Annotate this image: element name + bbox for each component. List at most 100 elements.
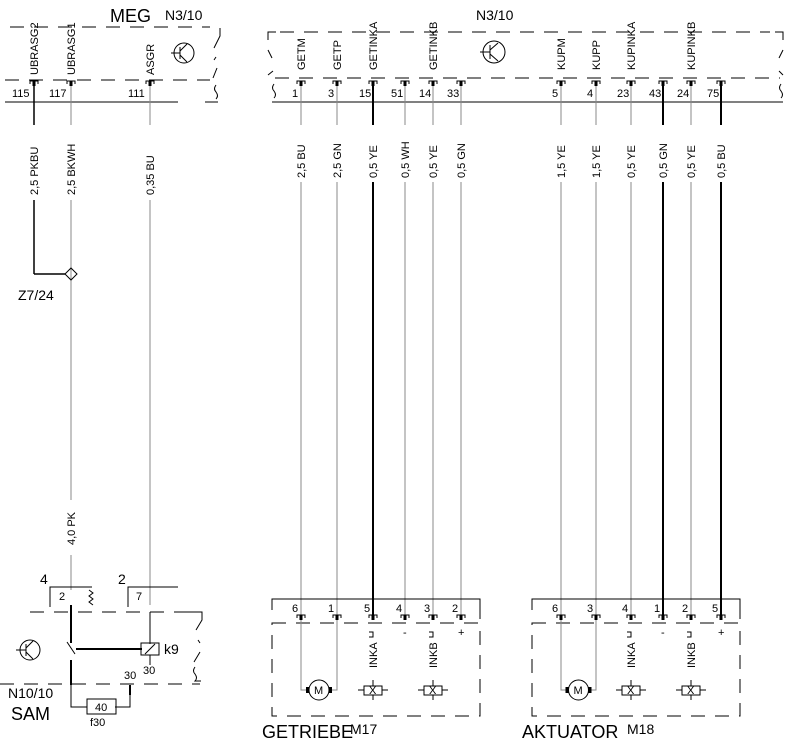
wire-label: 0,5 YE [626,145,638,178]
sensor-label: INKA [626,642,638,668]
pin-contact [559,81,563,86]
wire-pin-51[interactable]: 51 0,5 WH 4 [391,80,412,620]
component-name: GETRIEBE [262,722,353,742]
component-connector [271,598,481,619]
splice-diamond [64,267,78,281]
wire-pin-33[interactable]: 330,5 GN2 [447,80,468,620]
sam-pin-a: 2 [59,591,65,603]
wire-pin-43[interactable]: 430,5 GN1 [649,80,670,620]
relay-switch [66,641,76,655]
wire-label: 0,5 BU [716,144,728,178]
wire-pin-3[interactable]: GETP 3 2,5 GN 1 [328,40,344,620]
component-name: AKTUATOR [522,722,618,742]
sensor-coil: X [676,680,706,700]
pin-contact [403,81,407,86]
wire-label: 1,5 YE [556,145,568,178]
wire-label: 2,5 PKBU [29,147,41,195]
module-right-edge [775,31,784,76]
component-pin-number: 6 [292,603,298,615]
pin-contact [299,615,303,620]
module-break-mark [212,28,221,100]
component-pin-number: 6 [552,603,558,615]
sensor-coil: X [358,680,388,700]
pin-number: 3 [328,88,334,100]
module-break-mark [272,83,783,99]
sensor-coil: X [616,680,646,700]
minus-terminal-label: - [403,627,407,639]
motor-wire [300,620,338,691]
wire-label: 2,5 GN [332,143,344,178]
pin-contact [371,81,375,86]
break-mark [88,589,94,606]
motor-wire [560,620,597,691]
pin-contact [459,615,463,620]
wire-label: 2,5 BU [296,144,308,178]
signal-label: KUPM [556,38,568,70]
component-id: M18 [627,721,654,737]
pin-contact [629,81,633,86]
pin-number: 1 [292,88,298,100]
module-title-meg: MEG [110,6,151,26]
sam-connector-a: 4 [40,571,48,587]
pin-contact [459,81,463,86]
motor-icon: M [306,679,332,701]
pin-contact [629,615,633,620]
component-pin-number: 5 [712,603,718,615]
signal-label: GETINKB [428,22,440,70]
sensor-label: INKA [368,642,380,668]
svg-text:X: X [687,685,695,697]
component-outline [531,622,741,717]
wire-label: 0,5 GN [456,143,468,178]
wire-label: 0,5 GN [658,143,670,178]
pin-contact [559,615,563,620]
sensor-symbol [369,631,374,638]
pin-contact [661,81,665,86]
fuse-f30 [86,698,117,715]
wire-label-lower: 4,0 PK [66,511,78,545]
pin-number: 51 [391,88,403,100]
relay-label: k9 [164,641,179,657]
pin-contact [719,81,723,86]
component-pin-number: 4 [396,603,402,615]
pin-contact [299,81,303,86]
motor-label: M [574,685,583,697]
signal-label: GETP [332,40,344,70]
svg-text:X: X [429,685,437,697]
wire-pin-75[interactable]: 750,5 BU5 [707,80,728,620]
pin-number: 43 [649,88,661,100]
wire-pin-5[interactable]: KUPM 5 1,5 YE 6 [552,38,568,620]
plus-terminal-label: + [718,627,724,639]
pin-contact [719,615,723,620]
sam-connector-brackets [49,586,178,607]
pin-contact [431,81,435,86]
wire-label: 0,5 WH [400,141,412,178]
fuse-label: f30 [90,717,105,729]
wire-label: 2,5 BKWH [66,144,78,195]
pin-contact [335,81,339,86]
fuse-value: 40 [95,702,107,714]
splice-label: Z7/24 [18,287,54,303]
transistor-icon [16,639,41,661]
component-id: M17 [350,721,377,737]
svg-text:X: X [627,685,635,697]
signal-label: UBRASG2 [29,22,41,75]
signal-label: KUPP [591,40,603,70]
sensor-symbol [627,631,632,638]
module-id-left: N3/10 [165,7,203,23]
component-pin-number: 1 [328,603,334,615]
pin-number: 5 [552,88,558,100]
pin-contact [431,615,435,620]
sam-pin-b: 7 [136,591,142,603]
sensor-coil: X [418,680,448,700]
